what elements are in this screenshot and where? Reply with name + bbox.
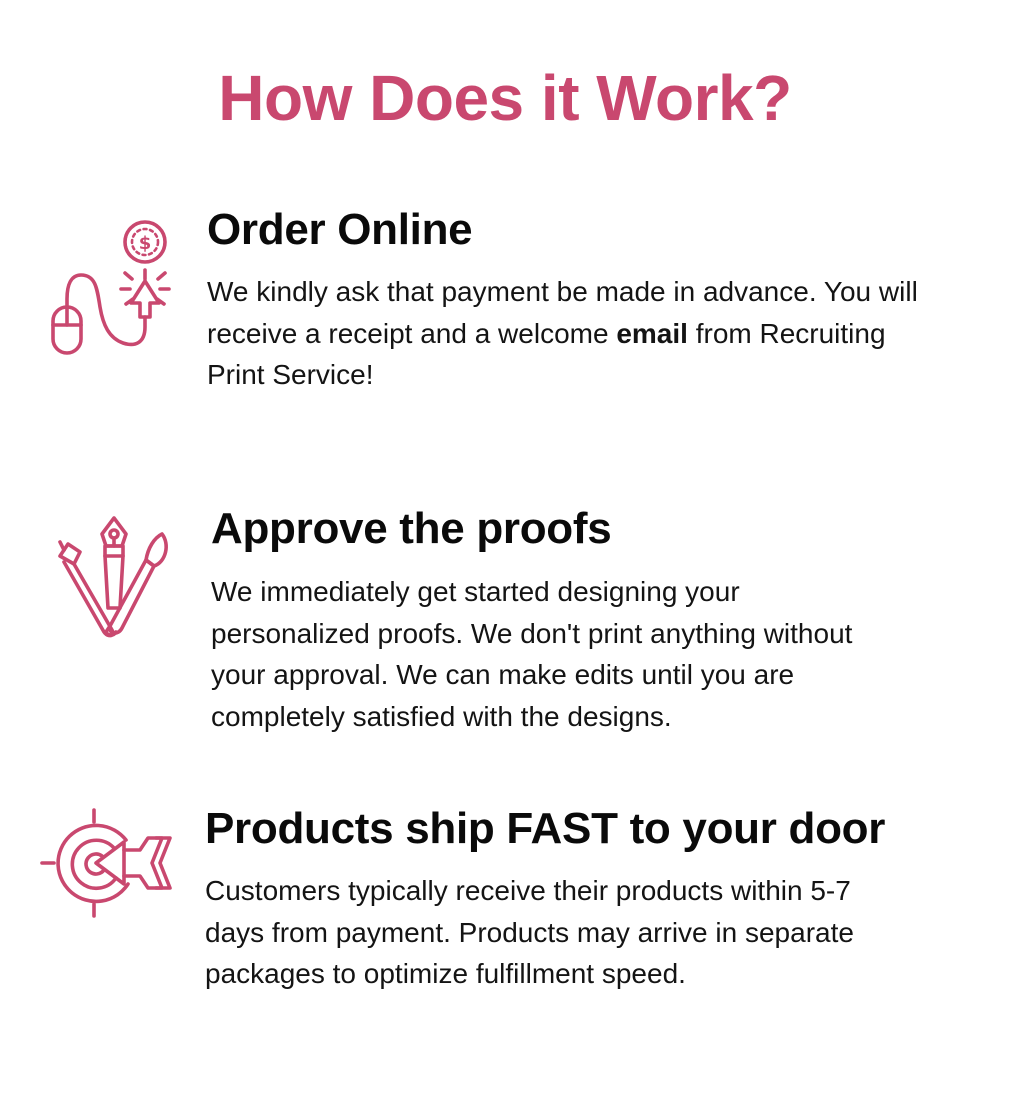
- target-arrow-icon: [40, 808, 172, 918]
- step-title: Approve the proofs: [211, 504, 612, 553]
- email-emphasis: email: [616, 317, 688, 349]
- step-title: Products ship FAST to your door: [205, 804, 886, 853]
- step-description: We kindly ask that payment be made in ad…: [207, 276, 918, 390]
- page-title: How Does it Work?: [218, 62, 792, 134]
- step-title: Order Online: [207, 205, 473, 254]
- svg-text:$: $: [139, 233, 152, 254]
- step-description: We immediately get started designing you…: [211, 576, 853, 732]
- mouse-click-payment-icon: $: [51, 220, 171, 355]
- design-tools-icon: [58, 516, 168, 638]
- step-description: Customers typically receive their produc…: [205, 875, 854, 989]
